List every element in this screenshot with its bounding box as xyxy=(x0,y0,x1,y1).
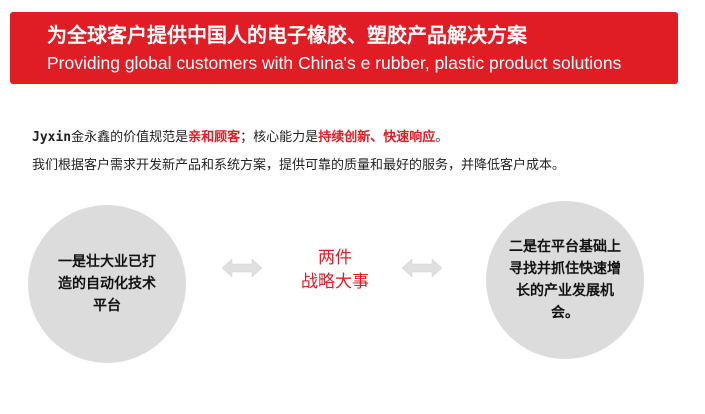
double-arrow-right-icon xyxy=(402,258,442,278)
intro-line-1: Jyxin金永鑫的价值规范是亲和顾客；核心能力是持续创新、快速响应。 xyxy=(32,129,448,147)
strategy-center-line-2: 战略大事 xyxy=(301,272,369,292)
highlight-capability: 持续创新、快速响应 xyxy=(318,130,436,145)
strategy-right-text: 二是在平台基础上寻找并抓住快速增长的产业发展机会。 xyxy=(509,239,621,321)
strategy-center-line-1: 两件 xyxy=(318,248,352,268)
strategy-center-label: 两件 战略大事 xyxy=(290,246,380,294)
intro-line-2: 我们根据客户需求开发新产品和系统方案，提供可靠的质量和最好的服务，并降低客户成本… xyxy=(32,158,566,173)
intro-text-1: 金永鑫的价值规范是 xyxy=(71,130,189,145)
intro-text-2: ；核心能力是 xyxy=(240,130,319,145)
intro-text-3: 。 xyxy=(435,130,449,145)
brand-name: Jyxin xyxy=(32,130,72,145)
strategy-circle-right: 二是在平台基础上寻找并抓住快速增长的产业发展机会。 xyxy=(486,201,644,359)
strategy-left-text: 一是壮大业已打造的自动化技术平台 xyxy=(58,254,156,314)
banner-subtitle: Providing global customers with China's … xyxy=(47,53,622,73)
header-banner: 为全球客户提供中国人的电子橡胶、塑胶产品解决方案 Providing globa… xyxy=(10,12,678,84)
highlight-value: 亲和顾客 xyxy=(188,130,241,145)
banner-title: 为全球客户提供中国人的电子橡胶、塑胶产品解决方案 xyxy=(47,23,527,47)
strategy-circle-left: 一是壮大业已打造的自动化技术平台 xyxy=(28,205,186,363)
double-arrow-left-icon xyxy=(222,258,262,278)
